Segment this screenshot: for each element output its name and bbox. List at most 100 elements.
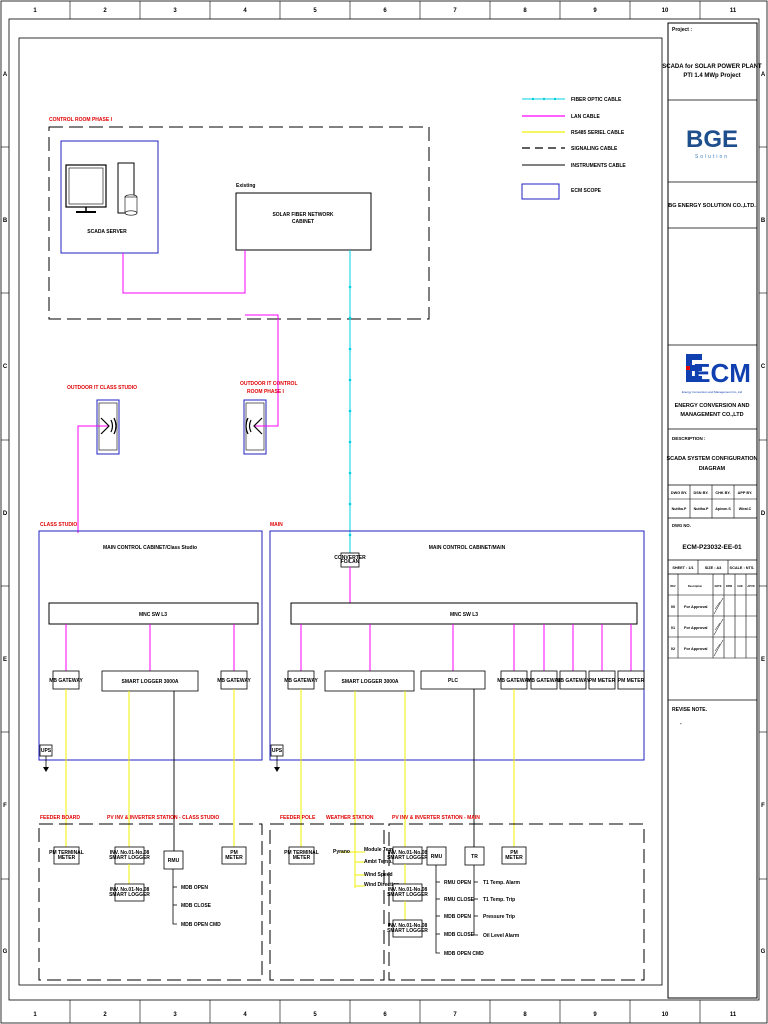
network-cabinet-line-2: CABINET <box>292 219 314 225</box>
row-letter: F <box>3 803 7 809</box>
pm-label-1: PM <box>230 850 238 856</box>
col-num: 1 <box>33 8 37 14</box>
alarm-label: T1 Temp. Trip <box>483 897 515 903</box>
inverter-label-1: INV. No.01-No.08 <box>388 923 428 929</box>
col-num: 4 <box>243 8 247 14</box>
scada-server-label: SCADA SERVER <box>87 229 127 235</box>
drawing-area <box>18 37 663 986</box>
device-label: MB GATEWAY <box>49 678 83 684</box>
lan-server-cabinet <box>122 250 246 294</box>
row-letter: A <box>3 72 8 78</box>
row-letter: C <box>761 364 766 370</box>
col-num: 3 <box>173 8 177 14</box>
tr-label: TR <box>471 854 478 860</box>
device-label: PM METER <box>618 678 645 684</box>
role-header: CHK BY. <box>715 491 730 495</box>
rev-desc: For Approval <box>684 647 708 651</box>
signal-label: MDB CLOSE <box>444 932 475 938</box>
rs485-lines <box>65 689 515 888</box>
revise-note-label: REVISE NOTE. <box>672 707 708 713</box>
rev-number: 01 <box>671 626 675 630</box>
switch-left-label: MNC SW L3 <box>139 612 167 618</box>
device-label: MB GATEWAY <box>217 678 251 684</box>
inverter-label-2: SMART LOGGER <box>109 855 150 861</box>
rev-header: REV <box>670 584 676 588</box>
inverter-label-1: INV. No.01-No.08 <box>110 887 150 893</box>
weather-item: Pyrano <box>333 849 350 855</box>
signal-label: RMU CLOSE <box>444 897 475 903</box>
title-block: Project : SCADA for SOLAR POWER PLANT PT… <box>662 22 762 999</box>
description-line-2: DIAGRAM <box>699 466 726 472</box>
role-header: APP BY. <box>738 491 753 495</box>
rev-number: 00 <box>671 605 675 609</box>
cabinet-right-title: MAIN CONTROL CABINET/MAIN <box>429 545 506 551</box>
project-line-2: PTI 1.4 MWp Project <box>683 73 740 79</box>
meter-label-2: METER <box>293 855 311 861</box>
cctv-camera-icon <box>245 417 263 435</box>
row-letter: G <box>761 949 766 955</box>
col-num: 3 <box>173 1012 177 1018</box>
device-label: MB GATEWAY <box>497 678 531 684</box>
pm-label-1: PM <box>510 850 518 856</box>
col-num: 1 <box>33 1012 37 1018</box>
cctv-left: OUTDOOR IT CLASS STUDIO <box>67 385 137 533</box>
network-cabinet-line-1: SOLAR FIBER NETWORK <box>272 212 333 218</box>
role-header: DWG BY. <box>671 491 687 495</box>
meter-label-1: PM TERMINAL <box>49 850 84 856</box>
row-letter: B <box>3 218 8 224</box>
role-name: Nuttha.P <box>672 507 687 511</box>
legend-rs485-label: RS485 SERIEL CABLE <box>571 130 625 136</box>
alarm-label: Oil Level Alarm <box>483 933 520 939</box>
role-header: DSN BY. <box>694 491 709 495</box>
field-label: PV INV & INVERTER STATION - MAIN <box>392 815 480 821</box>
size-info: SIZE : A3 <box>705 566 722 570</box>
role-name: Nuttha.P <box>694 507 709 511</box>
ecm-company-2: MANAGEMENT CO.,LTD <box>680 412 743 418</box>
meter-label-1: PM TERMINAL <box>284 850 319 856</box>
weather-item: Wind Speed <box>364 872 393 878</box>
inverter-label-1: INV. No.01-No.08 <box>388 887 428 893</box>
inverter-label-2: SMART LOGGER <box>387 855 428 861</box>
signal-label: RMU OPEN <box>444 880 471 886</box>
weather-item: Module Temp. <box>364 847 398 853</box>
legend-instruments-label: INSTRUMENTS CABLE <box>571 163 626 169</box>
col-num: 11 <box>730 8 737 14</box>
inverter-label-1: INV. No.01-No.08 <box>388 850 428 856</box>
col-num: 10 <box>662 8 669 14</box>
cabinet-class-studio: CLASS STUDIO MAIN CONTROL CABINET/Class … <box>38 522 263 772</box>
role-name: Apivon.S <box>715 507 731 511</box>
ecm-logo-text: ECM <box>693 358 751 388</box>
bge-logo-sub: Solution <box>695 154 729 160</box>
inverter-label-1: INV. No.01-No.08 <box>110 850 150 856</box>
bge-logo: BGE <box>686 126 738 153</box>
rev-desc: For Approval <box>684 626 708 630</box>
scale-info: SCALE : NTS. <box>730 566 755 570</box>
col-num: 7 <box>453 1012 457 1018</box>
device-label: SMART LOGGER 3000A <box>342 679 399 685</box>
meter-label-2: METER <box>58 855 76 861</box>
inverter-label-2: SMART LOGGER <box>109 892 150 898</box>
inverter-label-2: SMART LOGGER <box>387 892 428 898</box>
rev-header: DRW <box>726 584 733 588</box>
col-num: 2 <box>103 1012 107 1018</box>
col-num: 9 <box>593 8 597 14</box>
role-name: Wirat.C <box>739 507 752 511</box>
monitor-icon <box>65 164 107 213</box>
row-letter: F <box>761 803 765 809</box>
row-letter: B <box>761 218 766 224</box>
field-label: WEATHER STATION <box>326 815 374 821</box>
field-label: FEEDER POLE <box>280 815 316 821</box>
legend-lan-label: LAN CABLE <box>571 114 601 120</box>
device-label: MB GATEWAY <box>527 678 561 684</box>
col-num: 9 <box>593 1012 597 1018</box>
field-right: FEEDER POLE WEATHER STATION PV INV & INV… <box>269 815 645 981</box>
col-num: 8 <box>523 8 527 14</box>
existing-label: Existing <box>236 183 255 189</box>
cabinet-main: MAIN MAIN CONTROL CABINET/MAIN CONVERTER… <box>269 522 645 772</box>
project-line-1: SCADA for SOLAR POWER PLANT <box>662 64 762 70</box>
col-num: 11 <box>730 1012 737 1018</box>
ecm-tagline: Energy Conversion and Management Co.,Ltd <box>682 390 743 394</box>
row-letter: G <box>3 949 8 955</box>
dwg-no: ECM-P23032-EE-01 <box>682 544 742 551</box>
